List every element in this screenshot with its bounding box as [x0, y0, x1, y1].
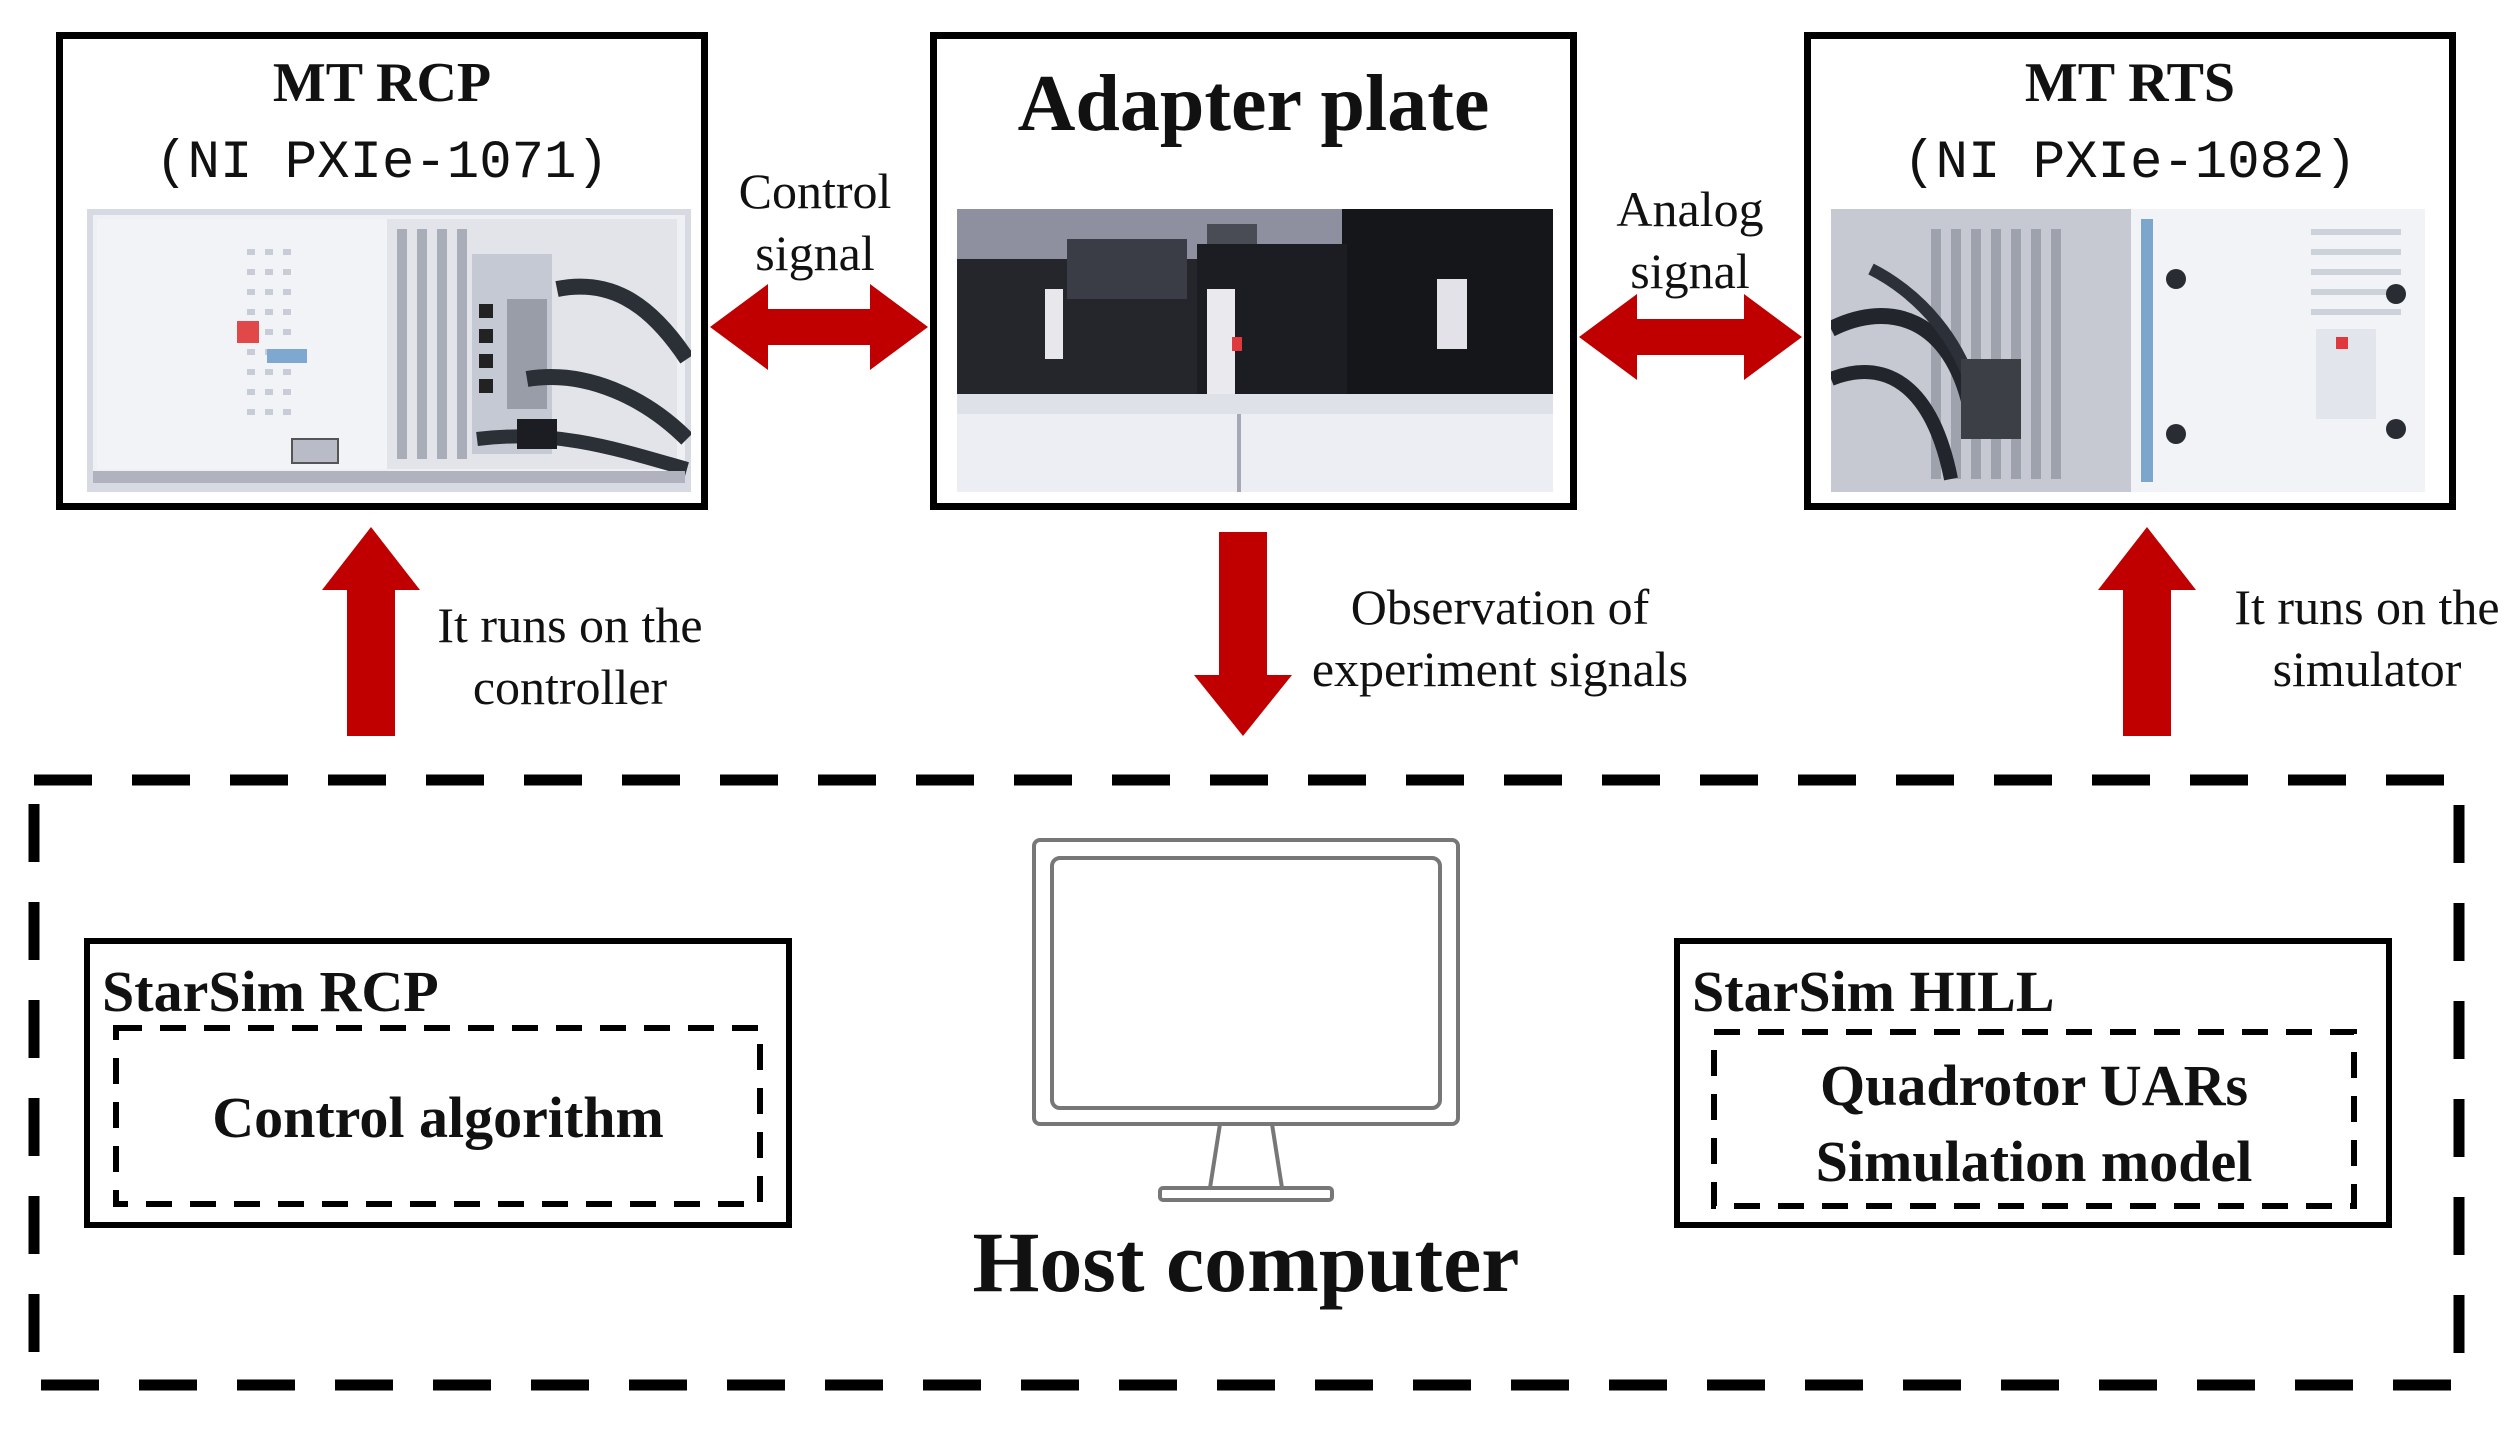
rcp-device-box: MT RCP (NI PXIe-1071) — [56, 32, 708, 510]
rts-model: (NI PXIe-1082) — [1903, 133, 2357, 194]
starsim-hill-box: StarSim HILL Quadrotor UARs Simulation m… — [1674, 938, 2392, 1228]
control-algorithm-dashed-frame — [113, 1025, 763, 1207]
control-algorithm-label: Control algorithm — [212, 1085, 664, 1150]
monitor-icon — [1032, 838, 1460, 1202]
simulator-up-arrow — [2098, 527, 2196, 736]
control-signal-line-1: Control — [738, 163, 892, 219]
quadrotor-line: Quadrotor UARs — [1819, 1053, 2249, 1118]
analog-signal-arrow — [1579, 294, 1802, 380]
rts-device-box: MT RTS (NI PXIe-1082) — [1804, 32, 2456, 510]
analog-signal-line-1: Analog — [1616, 181, 1764, 237]
adapter-plate-photo — [957, 209, 1553, 492]
adapter-title: Adapter plate — [1017, 60, 1490, 148]
observation-line-1: Observation of — [1350, 579, 1650, 635]
starsim-rcp-title: StarSim RCP — [102, 959, 439, 1024]
simulation-model-dashed-frame — [1711, 1029, 2357, 1209]
observation-down-arrow — [1194, 532, 1292, 736]
observation-label: Observation of experiment signals — [1305, 576, 1695, 700]
runs-on-simulator-label: It runs on the simulator — [2222, 576, 2512, 700]
analog-signal-label: Analog signal — [1585, 178, 1795, 302]
runs-simulator-line-2: simulator — [2272, 641, 2462, 697]
control-signal-arrow — [710, 284, 928, 370]
runs-controller-line-2: controller — [472, 659, 668, 715]
starsim-rcp-box: StarSim RCP Control algorithm — [84, 938, 792, 1228]
rcp-title: MT RCP — [272, 52, 492, 114]
runs-simulator-line-1: It runs on the — [2234, 579, 2500, 635]
starsim-hill-title: StarSim HILL — [1692, 959, 2055, 1024]
rts-title: MT RTS — [2024, 52, 2236, 114]
adapter-plate-box: Adapter plate — [930, 32, 1577, 510]
rcp-model: (NI PXIe-1071) — [155, 133, 609, 194]
runs-controller-line-1: It runs on the — [437, 597, 703, 653]
observation-line-2: experiment signals — [1311, 641, 1689, 697]
runs-on-controller-label: It runs on the controller — [420, 594, 720, 718]
control-signal-line-2: signal — [755, 225, 875, 281]
host-computer-label: Host computer — [972, 1214, 1520, 1310]
simulation-model-label: Quadrotor UARs Simulation model — [1710, 1048, 2358, 1200]
control-signal-label: Control signal — [700, 160, 930, 284]
controller-up-arrow — [322, 527, 420, 736]
simulation-model-line: Simulation model — [1815, 1129, 2253, 1194]
rts-chassis-photo — [1831, 209, 2425, 492]
analog-signal-line-2: signal — [1630, 243, 1750, 299]
rcp-chassis-photo — [87, 209, 691, 492]
